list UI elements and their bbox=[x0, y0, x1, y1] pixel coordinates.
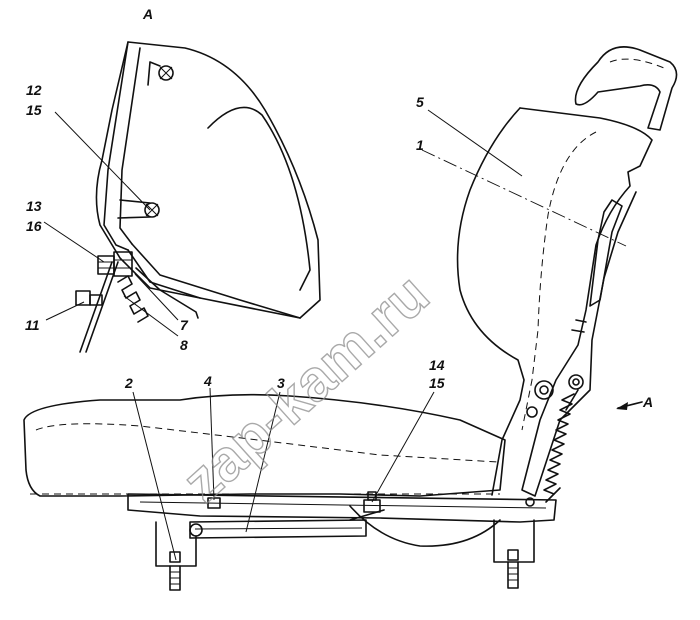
right-leg bbox=[493, 519, 535, 563]
label-11: 11 bbox=[25, 317, 40, 333]
label-12: 12 bbox=[26, 82, 42, 98]
leader-13-16 bbox=[43, 221, 105, 263]
label-15-top: 15 bbox=[26, 102, 42, 118]
top-bolt-icon bbox=[158, 65, 174, 81]
label-4: 4 bbox=[203, 373, 212, 389]
label-7: 7 bbox=[180, 317, 189, 333]
view-a-label-arrow: A bbox=[642, 394, 653, 410]
leader-1 bbox=[421, 149, 627, 247]
frame-bar-lower bbox=[127, 243, 301, 319]
spring-coil-small bbox=[117, 275, 149, 323]
hinge-nut-icon bbox=[568, 374, 584, 390]
leader-11 bbox=[45, 301, 85, 321]
bracket-outline bbox=[95, 41, 321, 319]
leader-7 bbox=[134, 273, 179, 321]
headrest bbox=[574, 46, 678, 131]
label-15-bottom: 15 bbox=[429, 375, 445, 391]
view-a-label-top: A bbox=[142, 6, 153, 22]
leader-2 bbox=[132, 391, 177, 561]
main-spring-coil bbox=[543, 393, 575, 495]
leader-12-15 bbox=[54, 111, 151, 211]
label-16: 16 bbox=[26, 218, 42, 234]
leader-4 bbox=[209, 387, 215, 501]
leader-3 bbox=[245, 391, 281, 533]
left-leg bbox=[155, 521, 197, 567]
label-14: 14 bbox=[429, 357, 445, 373]
leader-8 bbox=[123, 295, 179, 337]
backrest-outline bbox=[519, 107, 653, 497]
bracket-inner-curve bbox=[207, 106, 311, 291]
label-3: 3 bbox=[277, 375, 285, 391]
detail-view-a bbox=[75, 41, 321, 353]
base-rail bbox=[127, 493, 557, 523]
cushion-inner-dashed bbox=[35, 423, 499, 463]
backrest-inner-dashed bbox=[521, 131, 597, 431]
callout-labels: A A 12 15 13 16 11 7 8 5 1 2 4 3 14 15 bbox=[25, 6, 653, 410]
label-8: 8 bbox=[180, 337, 188, 353]
label-1: 1 bbox=[416, 137, 424, 153]
middle-bolt-icon bbox=[144, 202, 160, 218]
label-2: 2 bbox=[124, 375, 133, 391]
leader-lines bbox=[43, 109, 627, 561]
seat-main bbox=[23, 46, 678, 591]
clamp-plate bbox=[113, 251, 133, 277]
view-a-arrow bbox=[616, 401, 643, 410]
backrest-slot bbox=[589, 199, 623, 307]
label-5: 5 bbox=[416, 94, 424, 110]
seat-cushion bbox=[23, 393, 506, 497]
leader-14-15 bbox=[371, 391, 435, 503]
frame-bar bbox=[103, 41, 141, 251]
hinge-bolt-icon bbox=[534, 380, 554, 400]
label-13: 13 bbox=[26, 198, 42, 214]
leader-5 bbox=[427, 109, 523, 177]
tension-rod bbox=[79, 261, 119, 353]
